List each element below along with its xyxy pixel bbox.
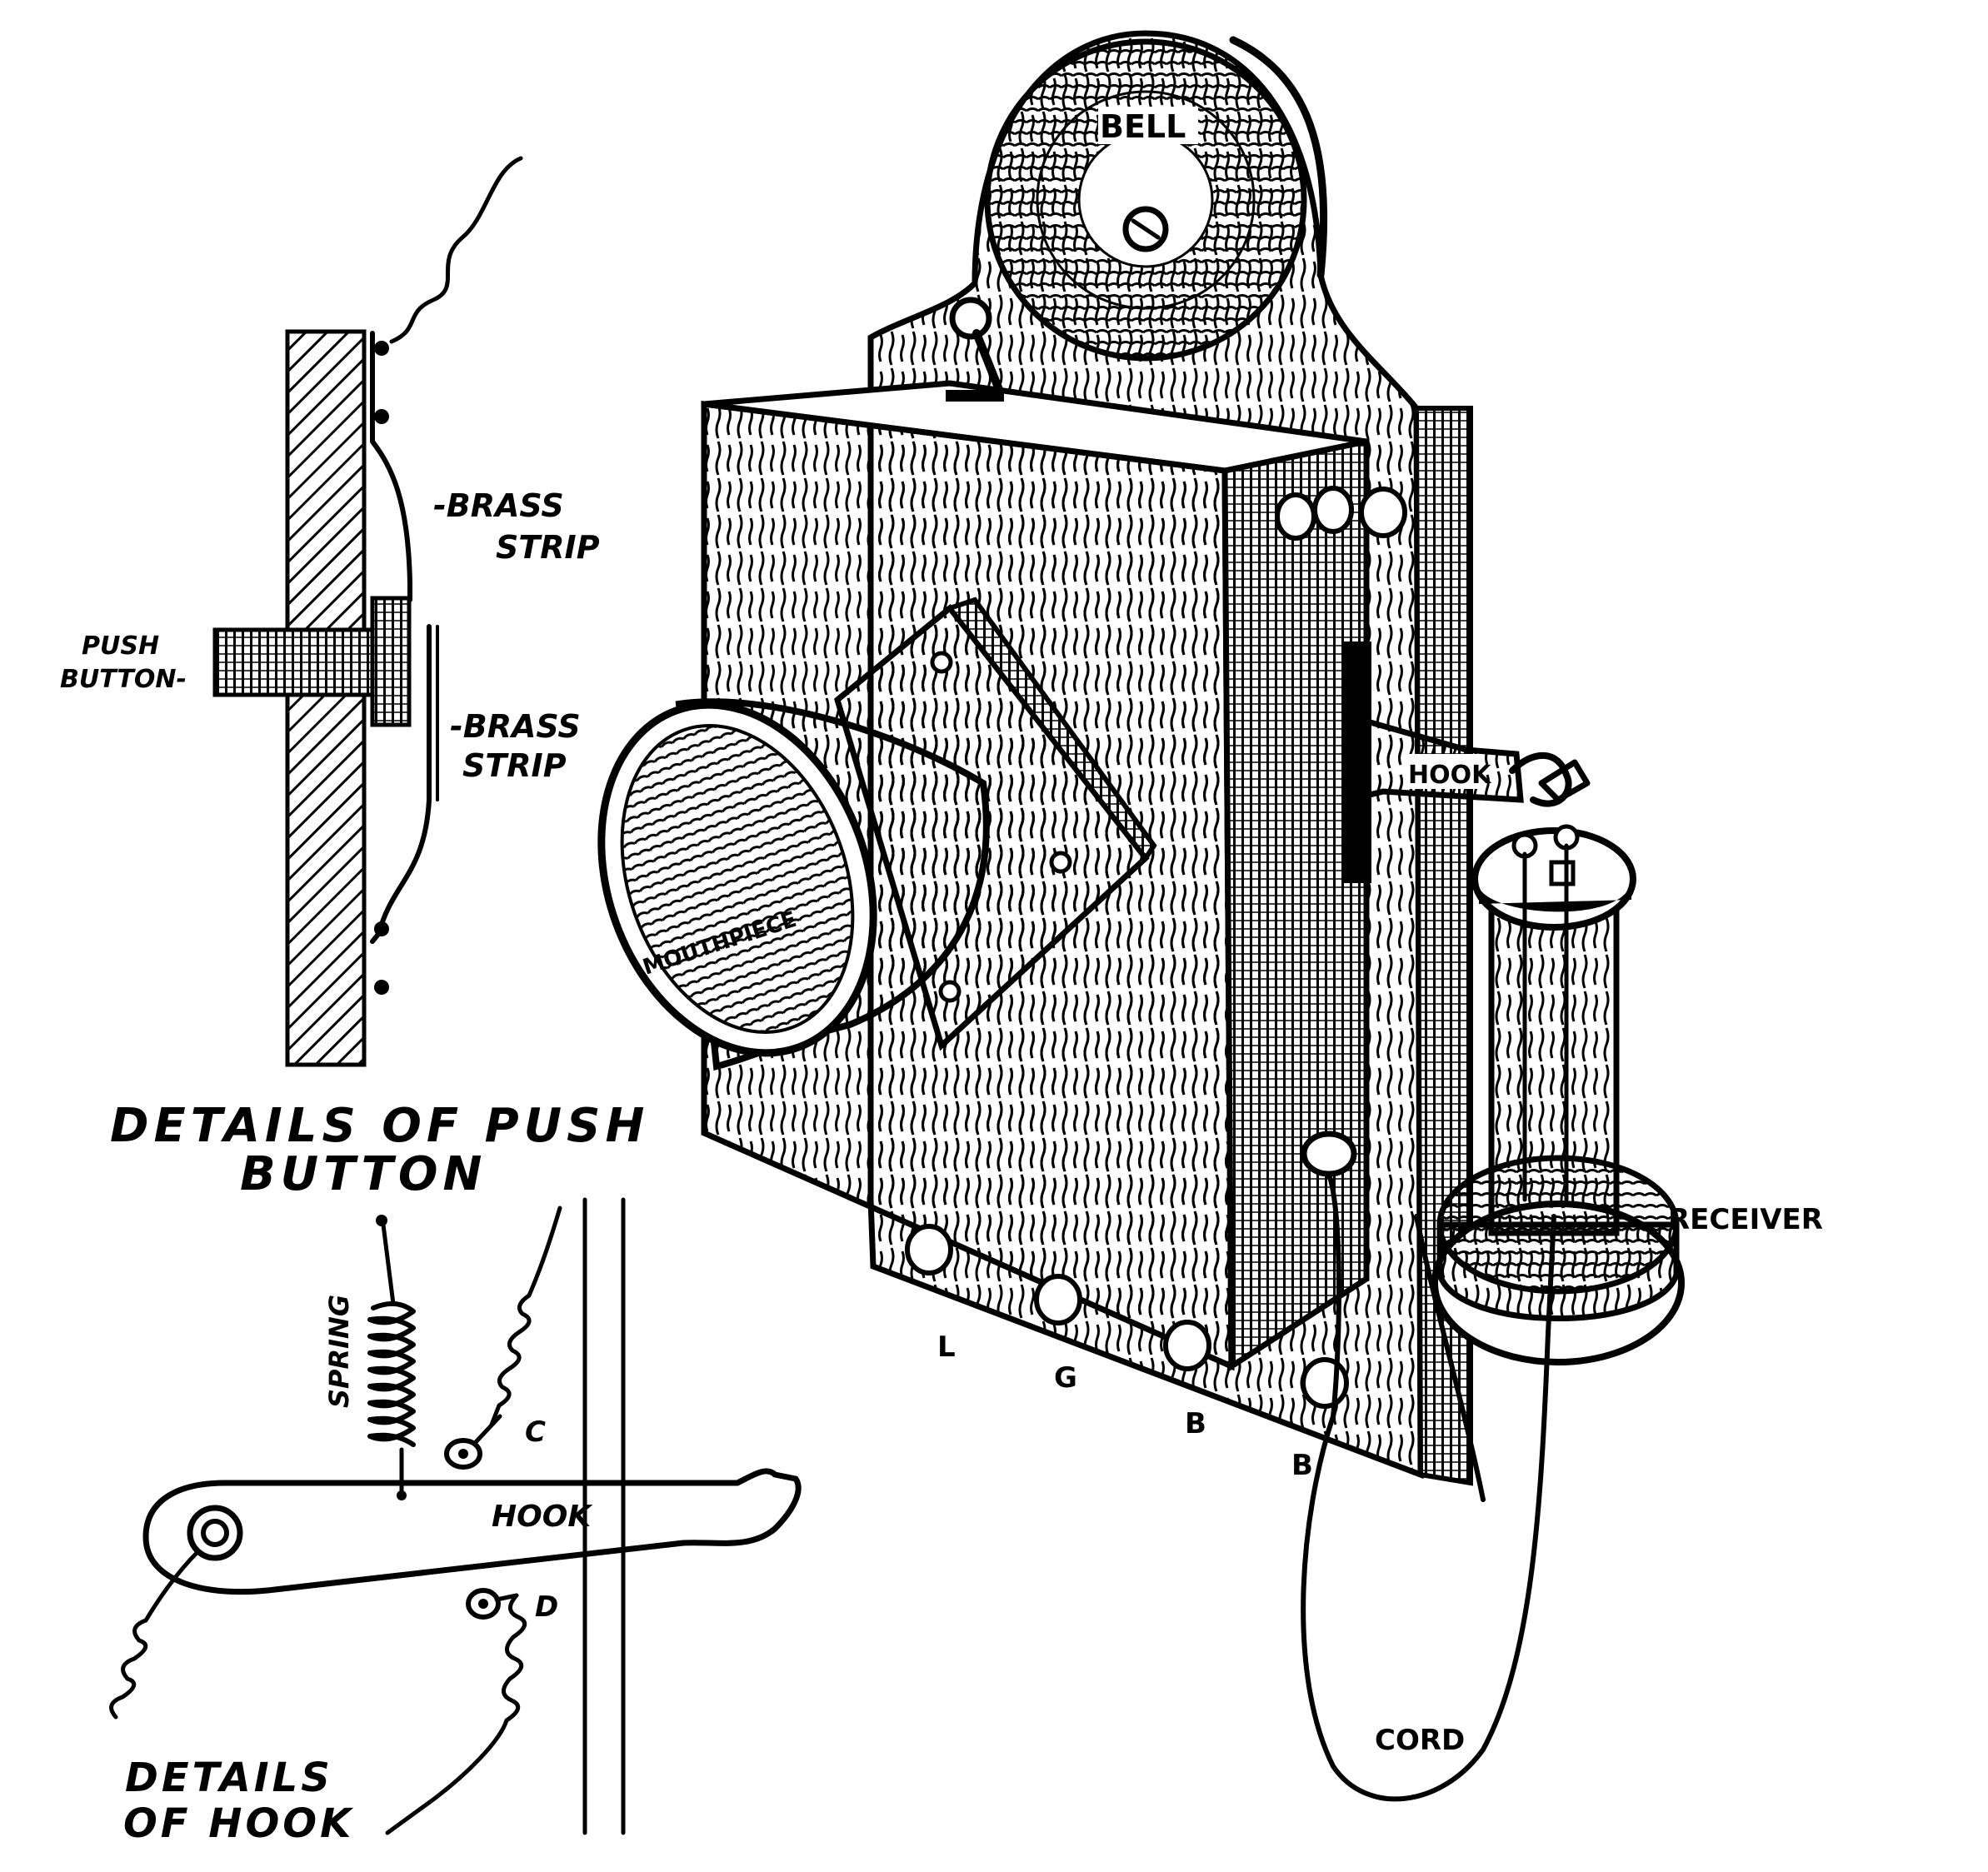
hook-detail: SPRING C HOOK D DETAILS OF HOOK <box>109 1197 802 1847</box>
brass-strip-upper <box>370 331 412 602</box>
push-button-shaft <box>212 627 381 697</box>
screw <box>374 341 389 356</box>
brass-strip-upper-label: STRIP <box>496 529 600 566</box>
terminal-label-g: G <box>1054 1361 1077 1395</box>
screw <box>374 921 389 936</box>
contact-d-label: D <box>535 1590 558 1624</box>
push-button-caption: BUTTON <box>240 1147 487 1201</box>
telephone: BELL MOUTHPIECE <box>597 30 1823 1802</box>
terminal-label-b1: B <box>1185 1407 1206 1440</box>
hook-label: HOOK <box>1408 761 1492 790</box>
receiver <box>1431 824 1685 1365</box>
spring-label: SPRING <box>323 1295 355 1408</box>
brass-strip-upper-label: -BRASS <box>433 487 564 524</box>
cord-label: CORD <box>1375 1724 1465 1757</box>
brass-strip-lower-label: -BRASS <box>450 708 581 745</box>
contact-c-label: C <box>525 1415 546 1449</box>
push-button-flange <box>370 596 412 727</box>
screw <box>374 409 389 424</box>
spring-coil <box>367 1300 416 1447</box>
receiver-label: RECEIVER <box>1668 1203 1823 1236</box>
hook-lever <box>142 1468 802 1595</box>
push-button-caption: DETAILS OF PUSH <box>110 1099 649 1153</box>
hook-caption: OF HOOK <box>123 1800 354 1847</box>
receiver-cord <box>1301 1172 1556 1802</box>
terminal-label-b2: B <box>1291 1449 1313 1482</box>
screw <box>374 980 389 995</box>
push-button-detail: -BRASS STRIP PUSH BUTTON- -BRASS STRIP D… <box>60 156 649 1201</box>
push-button-label: PUSH <box>82 631 159 661</box>
hook-lever-label: HOOK <box>492 1500 593 1534</box>
push-button-label: BUTTON- <box>60 665 187 694</box>
contact-d-wire <box>385 1593 527 1835</box>
bell-hammer <box>949 297 992 340</box>
binding-posts-top <box>1275 486 1407 541</box>
bell-label: BELL <box>1100 108 1186 145</box>
box-side <box>1221 437 1370 1372</box>
wall-section <box>285 329 367 1067</box>
contact-c-wire <box>489 1206 562 1427</box>
pivot-wire <box>109 1549 201 1720</box>
wire-upper <box>389 156 523 344</box>
hook-caption: DETAILS <box>125 1755 333 1801</box>
terminal-label-l: L <box>937 1330 956 1364</box>
brass-strip-lower-label: STRIP <box>462 747 567 784</box>
side-peg <box>1301 1131 1357 1177</box>
